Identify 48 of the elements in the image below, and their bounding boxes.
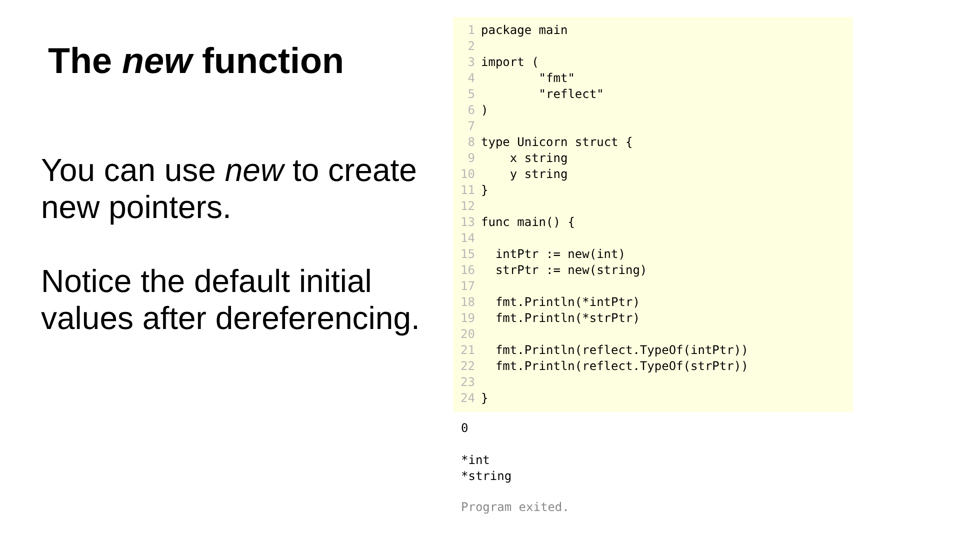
line-number: 22	[460, 358, 475, 374]
code-line: )	[481, 102, 488, 118]
line-number: 2	[466, 38, 475, 54]
slide-title: The new function	[48, 40, 344, 82]
code-line: fmt.Println(*intPtr)	[495, 294, 640, 310]
program-output: 0	[461, 420, 468, 436]
line-number: 16	[460, 262, 475, 278]
line-number: 21	[460, 342, 475, 358]
line-number: 12	[460, 198, 475, 214]
line-number: 13	[460, 214, 475, 230]
line-number: 20	[460, 326, 475, 342]
line-number: 9	[466, 150, 475, 166]
code-line: intPtr := new(int)	[495, 246, 626, 262]
code-line: fmt.Println(reflect.TypeOf(strPtr))	[495, 358, 748, 374]
code-line: fmt.Println(reflect.TypeOf(intPtr))	[495, 342, 748, 358]
code-line: fmt.Println(*strPtr)	[495, 310, 640, 326]
line-number: 4	[466, 70, 475, 86]
code-line: }	[481, 390, 488, 406]
code-line: "reflect"	[538, 86, 604, 102]
line-number: 3	[466, 54, 475, 70]
body-paragraph: Notice the default initial values after dereferencing.	[41, 263, 421, 337]
program-output: *string	[461, 468, 512, 484]
line-number: 24	[460, 390, 475, 406]
line-number: 5	[466, 86, 475, 102]
body-paragraph: You can use new to create new pointers.	[41, 152, 418, 226]
code-line: strPtr := new(string)	[495, 262, 648, 278]
line-number: 23	[460, 374, 475, 390]
line-number: 17	[460, 278, 475, 294]
code-line: x string	[510, 150, 568, 166]
line-number: 1	[466, 22, 475, 38]
line-number: 6	[466, 102, 475, 118]
status-message: Program exited.	[461, 499, 570, 515]
line-number: 18	[460, 294, 475, 310]
line-number: 7	[466, 118, 475, 134]
line-number: 14	[460, 230, 475, 246]
code-line: import (	[481, 54, 539, 70]
line-number: 10	[460, 166, 475, 182]
line-number: 8	[466, 134, 475, 150]
code-line: y string	[510, 166, 568, 182]
program-output: *int	[461, 452, 490, 468]
line-number: 15	[460, 246, 475, 262]
line-number: 19	[460, 310, 475, 326]
code-line: package main	[481, 22, 568, 38]
code-line: "fmt"	[538, 70, 575, 86]
code-line: type Unicorn struct {	[481, 134, 633, 150]
code-line: }	[481, 182, 488, 198]
line-number: 11	[460, 182, 475, 198]
code-line: func main() {	[481, 214, 575, 230]
